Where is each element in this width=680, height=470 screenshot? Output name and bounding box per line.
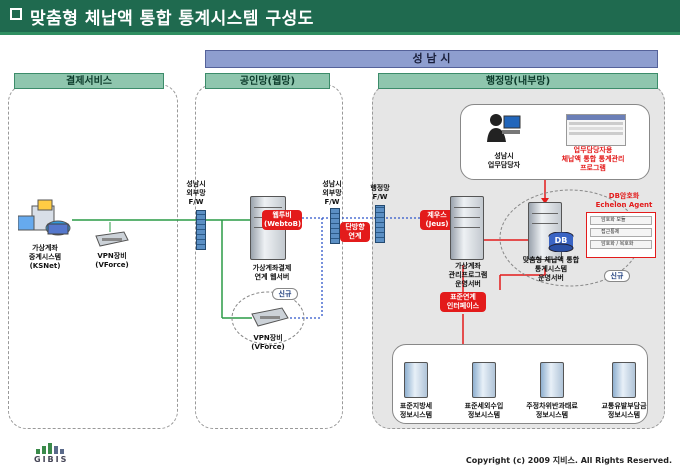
web-zone-header: 공인망(웹망)	[205, 73, 330, 89]
payment-vpn-device	[94, 230, 130, 248]
db-agent-panel: 암호화 모듈 접근통제 암호화 / 복호화	[586, 212, 656, 258]
page-title: 맞춤형 체납액 통합 통계시스템 구성도	[30, 9, 314, 29]
web-new-badge: 신규	[272, 288, 298, 300]
admin-new-badge: 신규	[604, 270, 630, 282]
ksnet-label: 가상계좌 중계시스템 (KSNet)	[28, 244, 62, 270]
system-4-icon	[612, 362, 636, 398]
firewall-3-label: 행정망 F/W	[370, 184, 390, 201]
oneway-tag: 단방향 연계	[340, 222, 370, 242]
title-bar	[0, 0, 680, 32]
firewall-1-label: 성남시 외부망 F/W	[186, 180, 206, 206]
title-underline	[0, 32, 680, 35]
mserver-label: 맞춤형 체납액 통합 통계시스템 운영서버	[522, 256, 580, 282]
payment-zone-header: 결제서비스	[14, 73, 164, 89]
system-3-icon	[540, 362, 564, 398]
admin-zone-header: 행정망(내부망)	[378, 73, 658, 89]
system-2-icon	[472, 362, 496, 398]
gibis-logo-text: GIBIS	[34, 455, 69, 464]
ksnet-system-icon	[17, 198, 72, 240]
firewall-1-icon	[196, 210, 206, 250]
va-server-icon	[450, 196, 484, 260]
seongnam-header: 성 남 시	[205, 50, 658, 68]
new-vpn-ring	[231, 291, 305, 345]
firewall-3-icon	[375, 205, 385, 243]
web-vpn-label: VPN장비 (VForce)	[251, 334, 285, 351]
webtob-tag: 웹투비 (WebtoB)	[262, 210, 302, 230]
copyright: Copyright (c) 2009 지비스. All Rights Reser…	[465, 456, 672, 465]
systems-panel	[392, 344, 648, 424]
system-4-label: 교통유발부담금 정보시스템	[601, 402, 647, 419]
gibis-logo-icon	[34, 440, 74, 459]
va-server-label: 가상계좌 관리프로그램 운영서버	[448, 262, 488, 288]
agent-item-1: 암호화 모듈	[590, 216, 652, 225]
system-2-label: 표준세외수입 정보시스템	[464, 402, 504, 419]
payment-vpn-label: VPN장비 (VForce)	[95, 252, 129, 269]
web-server-label: 가상계좌결제 연계 웹서버	[252, 264, 292, 281]
firewall-2-label: 성남시 외부망 F/W	[322, 180, 342, 206]
system-1-icon	[404, 362, 428, 398]
system-1-label: 표준지방세 정보시스템	[399, 402, 433, 419]
system-3-label: 주정차위반과태료 정보시스템	[526, 402, 578, 419]
standard-interface-tag: 표준연계 인터페이스	[440, 292, 486, 312]
title-checkbox-icon	[10, 8, 22, 20]
user-label: 성남시 업무담당자	[487, 152, 521, 169]
agent-item-3: 암호화 / 복호화	[590, 240, 652, 249]
web-vpn-device	[250, 306, 290, 328]
db-label: DB	[554, 236, 568, 245]
jeus-tag: 제우스 (Jeus)	[420, 210, 454, 230]
db-icon	[548, 231, 574, 253]
agent-item-2: 접근통제	[590, 228, 652, 237]
program-screenshot	[566, 114, 626, 146]
program-label: 업무담당자용 체납액 통합 통계관리 프로그램	[561, 146, 625, 172]
firewall-2-icon	[330, 208, 340, 244]
db-agent-label: DB암호화 Echelon Agent	[595, 192, 653, 209]
user-person-icon	[486, 112, 522, 148]
